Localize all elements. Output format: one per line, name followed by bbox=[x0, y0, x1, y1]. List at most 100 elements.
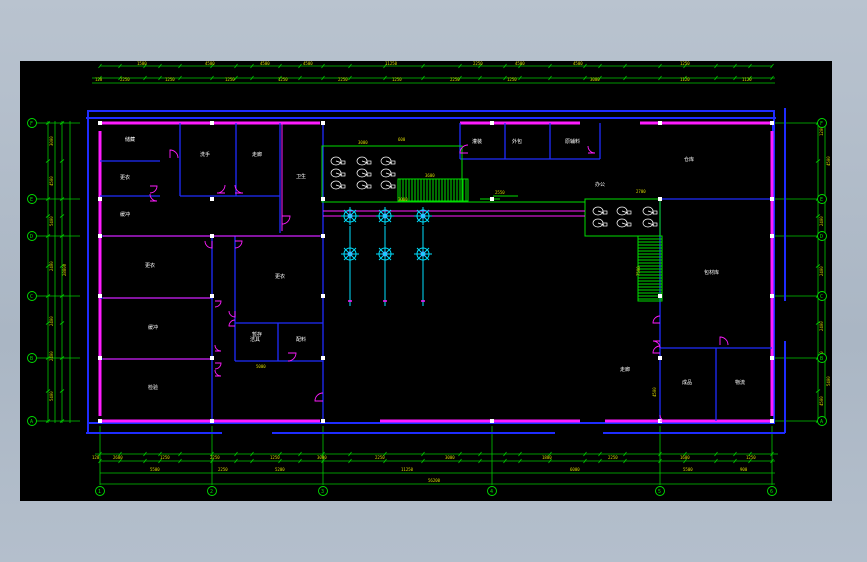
dim-tick bbox=[748, 75, 752, 81]
dim-label: 2400 bbox=[819, 266, 824, 276]
dim-tick bbox=[59, 159, 65, 163]
door-swing bbox=[216, 184, 226, 194]
dim-label: 2250 bbox=[375, 455, 385, 460]
dim-tick bbox=[503, 458, 507, 464]
axis-bubble-bottom: 5 bbox=[655, 486, 665, 496]
dim-label: 2250 bbox=[338, 77, 348, 82]
axis-bubble-left: D bbox=[27, 231, 37, 241]
door bbox=[652, 340, 661, 349]
room-label: 走廊 bbox=[252, 151, 262, 158]
axis-bubble-bottom: 4 bbox=[487, 486, 497, 496]
door-swing bbox=[228, 319, 236, 327]
dim-label: 2250 bbox=[120, 77, 130, 82]
dim-label: 1250 bbox=[270, 455, 280, 460]
dim-tick bbox=[548, 451, 552, 457]
room-label: 卫生 bbox=[296, 173, 306, 180]
interior-walls bbox=[100, 123, 772, 421]
room-label: 更衣 bbox=[145, 262, 155, 269]
dim-label: 7500 bbox=[636, 266, 641, 276]
dim-tick bbox=[45, 214, 51, 218]
door bbox=[652, 315, 661, 324]
dim-label: 2250 bbox=[210, 455, 220, 460]
machine-unit-base bbox=[602, 222, 608, 227]
dim-tick bbox=[118, 458, 122, 464]
dim-tick bbox=[683, 75, 687, 81]
door bbox=[281, 215, 291, 225]
dim-tick bbox=[733, 451, 737, 457]
dim-tick bbox=[421, 451, 425, 457]
dim-tick bbox=[583, 458, 587, 464]
dim-tick bbox=[658, 63, 662, 69]
door bbox=[234, 184, 244, 194]
structural-column bbox=[210, 197, 214, 201]
svg-text:E: E bbox=[30, 197, 33, 203]
dim-tick bbox=[748, 458, 752, 464]
dim-label: 1250 bbox=[392, 77, 402, 82]
dim-tick bbox=[623, 63, 627, 69]
dim-tick bbox=[321, 458, 325, 464]
dim-label: 5400 bbox=[49, 391, 54, 401]
structural-column bbox=[658, 356, 662, 360]
dim-label: 4500 bbox=[515, 61, 525, 66]
mixer-spoke bbox=[343, 209, 357, 223]
dim-label: 1500 bbox=[137, 61, 147, 66]
dim-label: 2700 bbox=[636, 189, 646, 194]
door bbox=[459, 144, 469, 154]
structural-column bbox=[98, 419, 102, 423]
dim-tick bbox=[598, 458, 602, 464]
door-swing bbox=[149, 185, 158, 194]
dim-tick bbox=[733, 458, 737, 464]
dim-label: 2400 bbox=[819, 216, 824, 226]
door bbox=[149, 185, 158, 194]
door-swing bbox=[652, 345, 661, 354]
dim-tick bbox=[583, 63, 587, 69]
axis-bubble-left: F bbox=[27, 118, 37, 128]
room-label: 物流 bbox=[735, 379, 745, 386]
cad-viewport[interactable]: 1500 4500 4500 4500 11250 2250 4500 4500… bbox=[20, 61, 832, 501]
dim-tick bbox=[250, 75, 254, 81]
dim-label: 3600 bbox=[425, 173, 435, 178]
axis-bubble-bottom: 2 bbox=[207, 486, 217, 496]
door-swing bbox=[214, 369, 222, 377]
dim-tick bbox=[59, 356, 65, 360]
dim-tick bbox=[815, 264, 821, 268]
dim-tick bbox=[278, 458, 282, 464]
dim-tick bbox=[234, 451, 238, 457]
structural-column bbox=[98, 121, 102, 125]
dim-tick bbox=[421, 458, 425, 464]
dim-label: 1600 bbox=[680, 455, 690, 460]
dim-label: 5500 bbox=[150, 467, 160, 472]
room-label: 办公 bbox=[595, 181, 605, 188]
dim-tick bbox=[478, 458, 482, 464]
mixer-spoke bbox=[343, 247, 357, 261]
svg-text:A: A bbox=[30, 419, 33, 425]
dim-tick bbox=[98, 63, 102, 69]
dim-tick bbox=[321, 451, 325, 457]
dim-tick bbox=[770, 63, 774, 69]
door bbox=[216, 184, 226, 194]
machine-unit bbox=[616, 206, 632, 216]
dim-tick bbox=[59, 234, 65, 238]
structural-column bbox=[98, 356, 102, 360]
structural-column bbox=[770, 197, 774, 201]
dim-label: 2400 bbox=[49, 316, 54, 326]
dim-tick bbox=[298, 63, 302, 69]
svg-text:B: B bbox=[30, 356, 33, 362]
dim-tick bbox=[250, 451, 254, 457]
dim-tick bbox=[583, 75, 587, 81]
door bbox=[214, 369, 222, 377]
dim-tick bbox=[623, 451, 627, 457]
dim-tick bbox=[59, 264, 65, 268]
dim-tick bbox=[234, 63, 238, 69]
dim-tick bbox=[298, 451, 302, 457]
structural-column bbox=[321, 294, 325, 298]
room-label: 包材库 bbox=[704, 269, 719, 276]
svg-text:2: 2 bbox=[210, 489, 213, 495]
machine-unit bbox=[356, 156, 372, 166]
machine-unit-base bbox=[340, 160, 346, 165]
dim-label: 2400 bbox=[49, 261, 54, 271]
mixer-unit bbox=[341, 245, 359, 263]
dim-tick bbox=[59, 294, 65, 298]
room-label: 外包 bbox=[512, 138, 522, 145]
dim-label: 5500 bbox=[683, 467, 693, 472]
